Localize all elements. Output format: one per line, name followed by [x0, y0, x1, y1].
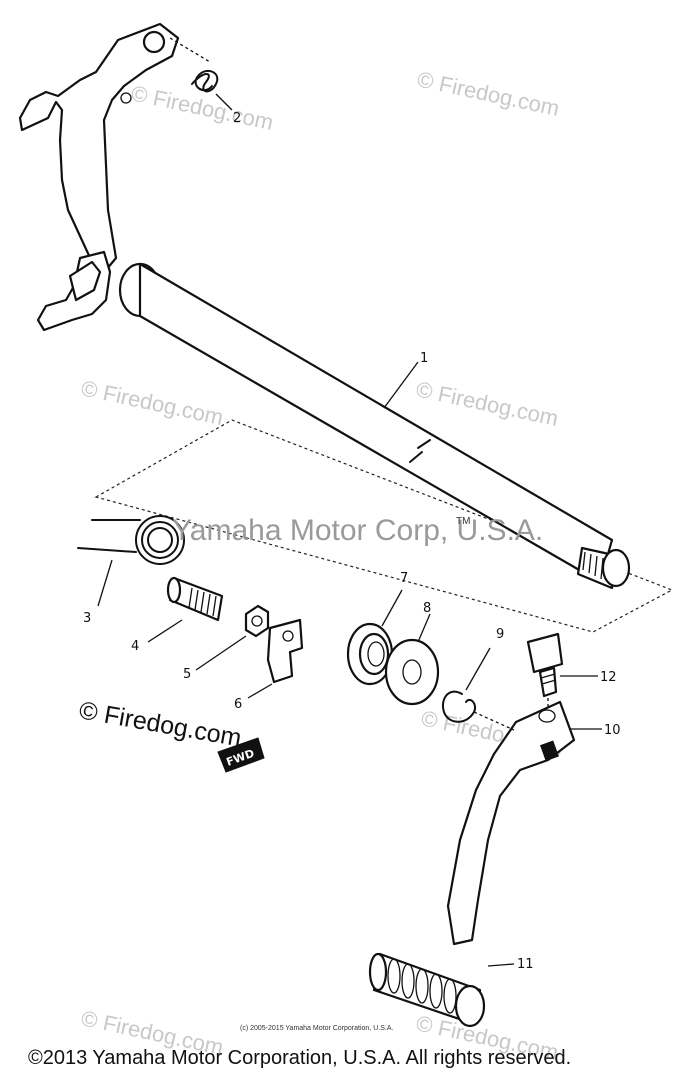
assembly-plane-outline	[94, 419, 674, 633]
copyright-footer: ©2013 Yamaha Motor Corporation, U.S.A. A…	[28, 1047, 571, 1069]
callout-1: 1	[420, 351, 428, 366]
part-4-stopper-pin	[147, 576, 224, 643]
part-6-lock-washer	[247, 618, 304, 699]
part-8-washer	[384, 613, 440, 706]
callout-2: 2	[233, 111, 241, 126]
callout-9: 9	[496, 627, 504, 642]
watermark: © Firedog.com	[79, 375, 226, 430]
small-copyright: (c) 2005-2015 Yamaha Motor Corporation, …	[240, 1025, 393, 1032]
callout-12: 12	[600, 670, 617, 685]
callout-10: 10	[604, 723, 621, 738]
callout-5: 5	[183, 667, 191, 682]
callout-6: 6	[234, 697, 242, 712]
part-7-oil-seal	[346, 589, 403, 686]
callout-labels: 1 2 3 4 5 6 7 8 9 10 11 12	[83, 111, 621, 972]
firedog-watermark-large: © Firedog.com	[77, 696, 244, 752]
watermark-layer: © Firedog.com © Firedog.com © Firedog.co…	[79, 66, 566, 1065]
part-12-bolt	[526, 632, 598, 712]
tm-mark: TM	[456, 516, 470, 527]
watermark: © Firedog.com	[414, 376, 561, 431]
watermark: © Firedog.com	[129, 80, 276, 135]
part-10-shift-lever	[446, 700, 602, 946]
watermark: © Firedog.com	[415, 66, 562, 121]
callout-4: 4	[131, 639, 139, 654]
callout-11: 11	[517, 957, 534, 972]
callout-3: 3	[83, 611, 91, 626]
part-5-nut	[195, 604, 270, 671]
callout-7: 7	[400, 571, 408, 586]
part-11-foot-rubber	[368, 952, 515, 1028]
part-3-torsion-spring	[77, 515, 185, 607]
callout-8: 8	[423, 601, 431, 616]
center-watermark: Yamaha Motor Corp, U.S.A.	[172, 514, 543, 547]
part-9-circlip	[442, 647, 491, 723]
leader-1	[383, 361, 419, 409]
part-2-spring	[169, 37, 219, 93]
part-1-shift-shaft	[18, 22, 631, 590]
fwd-tag: FWD	[217, 737, 265, 773]
leader-2	[215, 93, 233, 111]
